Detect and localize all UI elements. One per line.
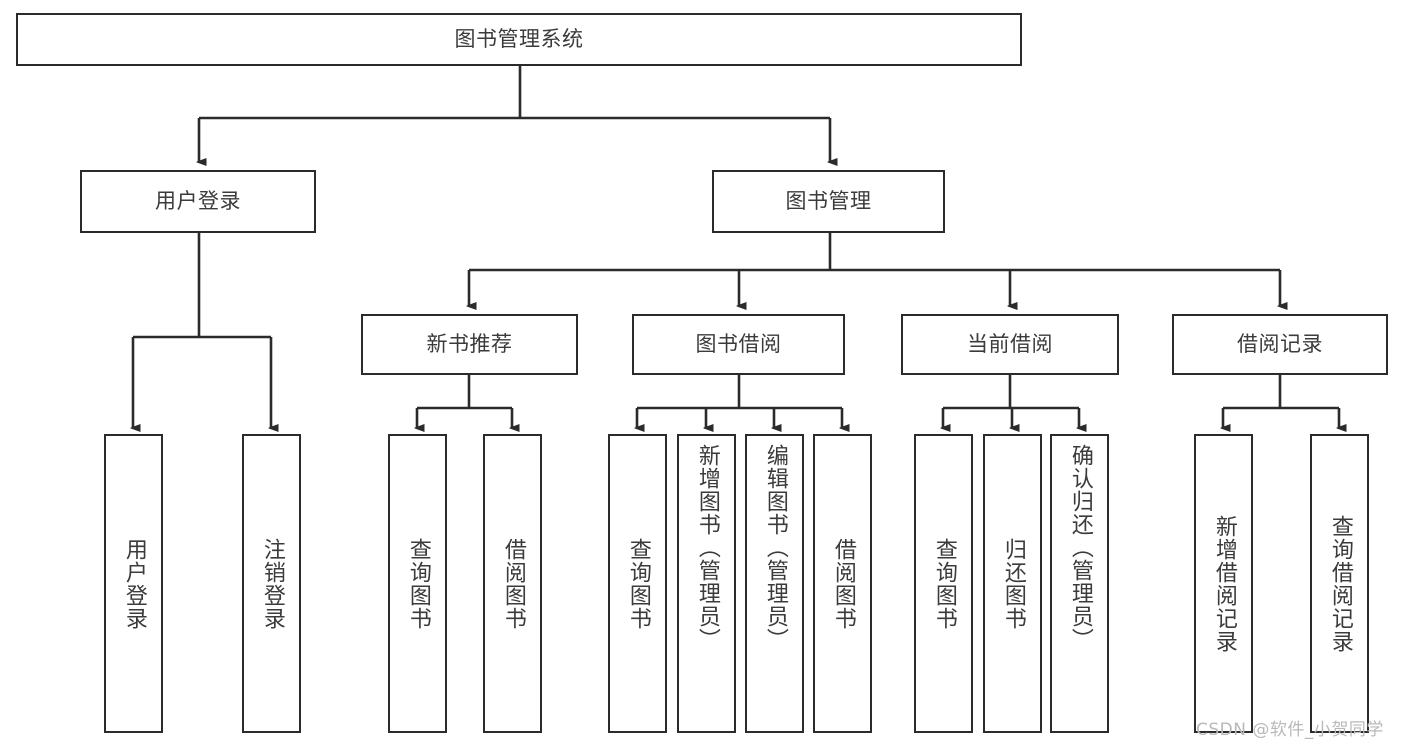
leaf-current-borrow-1[interactable]: 查询图书	[914, 434, 973, 733]
leaf-book-borrow-3-label: 编辑图书（管理员）	[762, 444, 788, 651]
node-user-login[interactable]: 用户登录	[80, 170, 316, 233]
node-book-borrow-label: 图书借阅	[695, 331, 782, 356]
node-borrow-record[interactable]: 借阅记录	[1172, 314, 1388, 375]
leaf-new-book-1-label: 查询图书	[405, 537, 431, 630]
node-root[interactable]: 图书管理系统	[16, 13, 1022, 66]
leaf-user-login-1[interactable]: 用户登录	[104, 434, 163, 733]
leaf-current-borrow-2[interactable]: 归还图书	[983, 434, 1042, 733]
leaf-borrow-record-1-label: 新增借阅记录	[1211, 514, 1237, 653]
leaf-book-borrow-3[interactable]: 编辑图书（管理员）	[745, 434, 804, 733]
node-current-borrow-label: 当前借阅	[967, 331, 1053, 356]
node-new-book-recommend[interactable]: 新书推荐	[361, 314, 578, 375]
leaf-current-borrow-3-label: 确认归还（管理员）	[1067, 444, 1093, 651]
node-current-borrow[interactable]: 当前借阅	[901, 314, 1119, 375]
leaf-borrow-record-2-label: 查询借阅记录	[1327, 514, 1353, 653]
leaf-book-borrow-4[interactable]: 借阅图书	[813, 434, 872, 733]
leaf-borrow-record-2[interactable]: 查询借阅记录	[1310, 434, 1369, 733]
node-borrow-record-label: 借阅记录	[1237, 331, 1323, 356]
leaf-book-borrow-2[interactable]: 新增图书（管理员）	[677, 434, 736, 733]
leaf-new-book-2[interactable]: 借阅图书	[483, 434, 542, 733]
leaf-new-book-2-label: 借阅图书	[500, 537, 526, 630]
leaf-user-login-2[interactable]: 注销登录	[242, 434, 301, 733]
node-user-login-label: 用户登录	[155, 188, 241, 213]
leaf-book-borrow-1[interactable]: 查询图书	[608, 434, 667, 733]
node-book-management-label: 图书管理	[785, 188, 872, 213]
leaf-user-login-2-label: 注销登录	[259, 537, 285, 630]
watermark: CSDN @软件_小贺同学	[1196, 720, 1384, 740]
leaf-book-borrow-1-label: 查询图书	[625, 537, 651, 630]
node-root-label: 图书管理系统	[454, 26, 584, 51]
leaf-current-borrow-1-label: 查询图书	[931, 537, 957, 630]
node-book-borrow[interactable]: 图书借阅	[632, 314, 845, 375]
leaf-current-borrow-3[interactable]: 确认归还（管理员）	[1050, 434, 1109, 733]
leaf-current-borrow-2-label: 归还图书	[1000, 537, 1026, 630]
leaf-new-book-1[interactable]: 查询图书	[388, 434, 447, 733]
leaf-book-borrow-4-label: 借阅图书	[830, 537, 856, 630]
leaf-book-borrow-2-label: 新增图书（管理员）	[694, 444, 720, 651]
leaf-borrow-record-1[interactable]: 新增借阅记录	[1194, 434, 1253, 733]
node-book-management[interactable]: 图书管理	[712, 170, 945, 233]
leaf-user-login-1-label: 用户登录	[121, 537, 147, 630]
node-new-book-recommend-label: 新书推荐	[426, 331, 513, 356]
